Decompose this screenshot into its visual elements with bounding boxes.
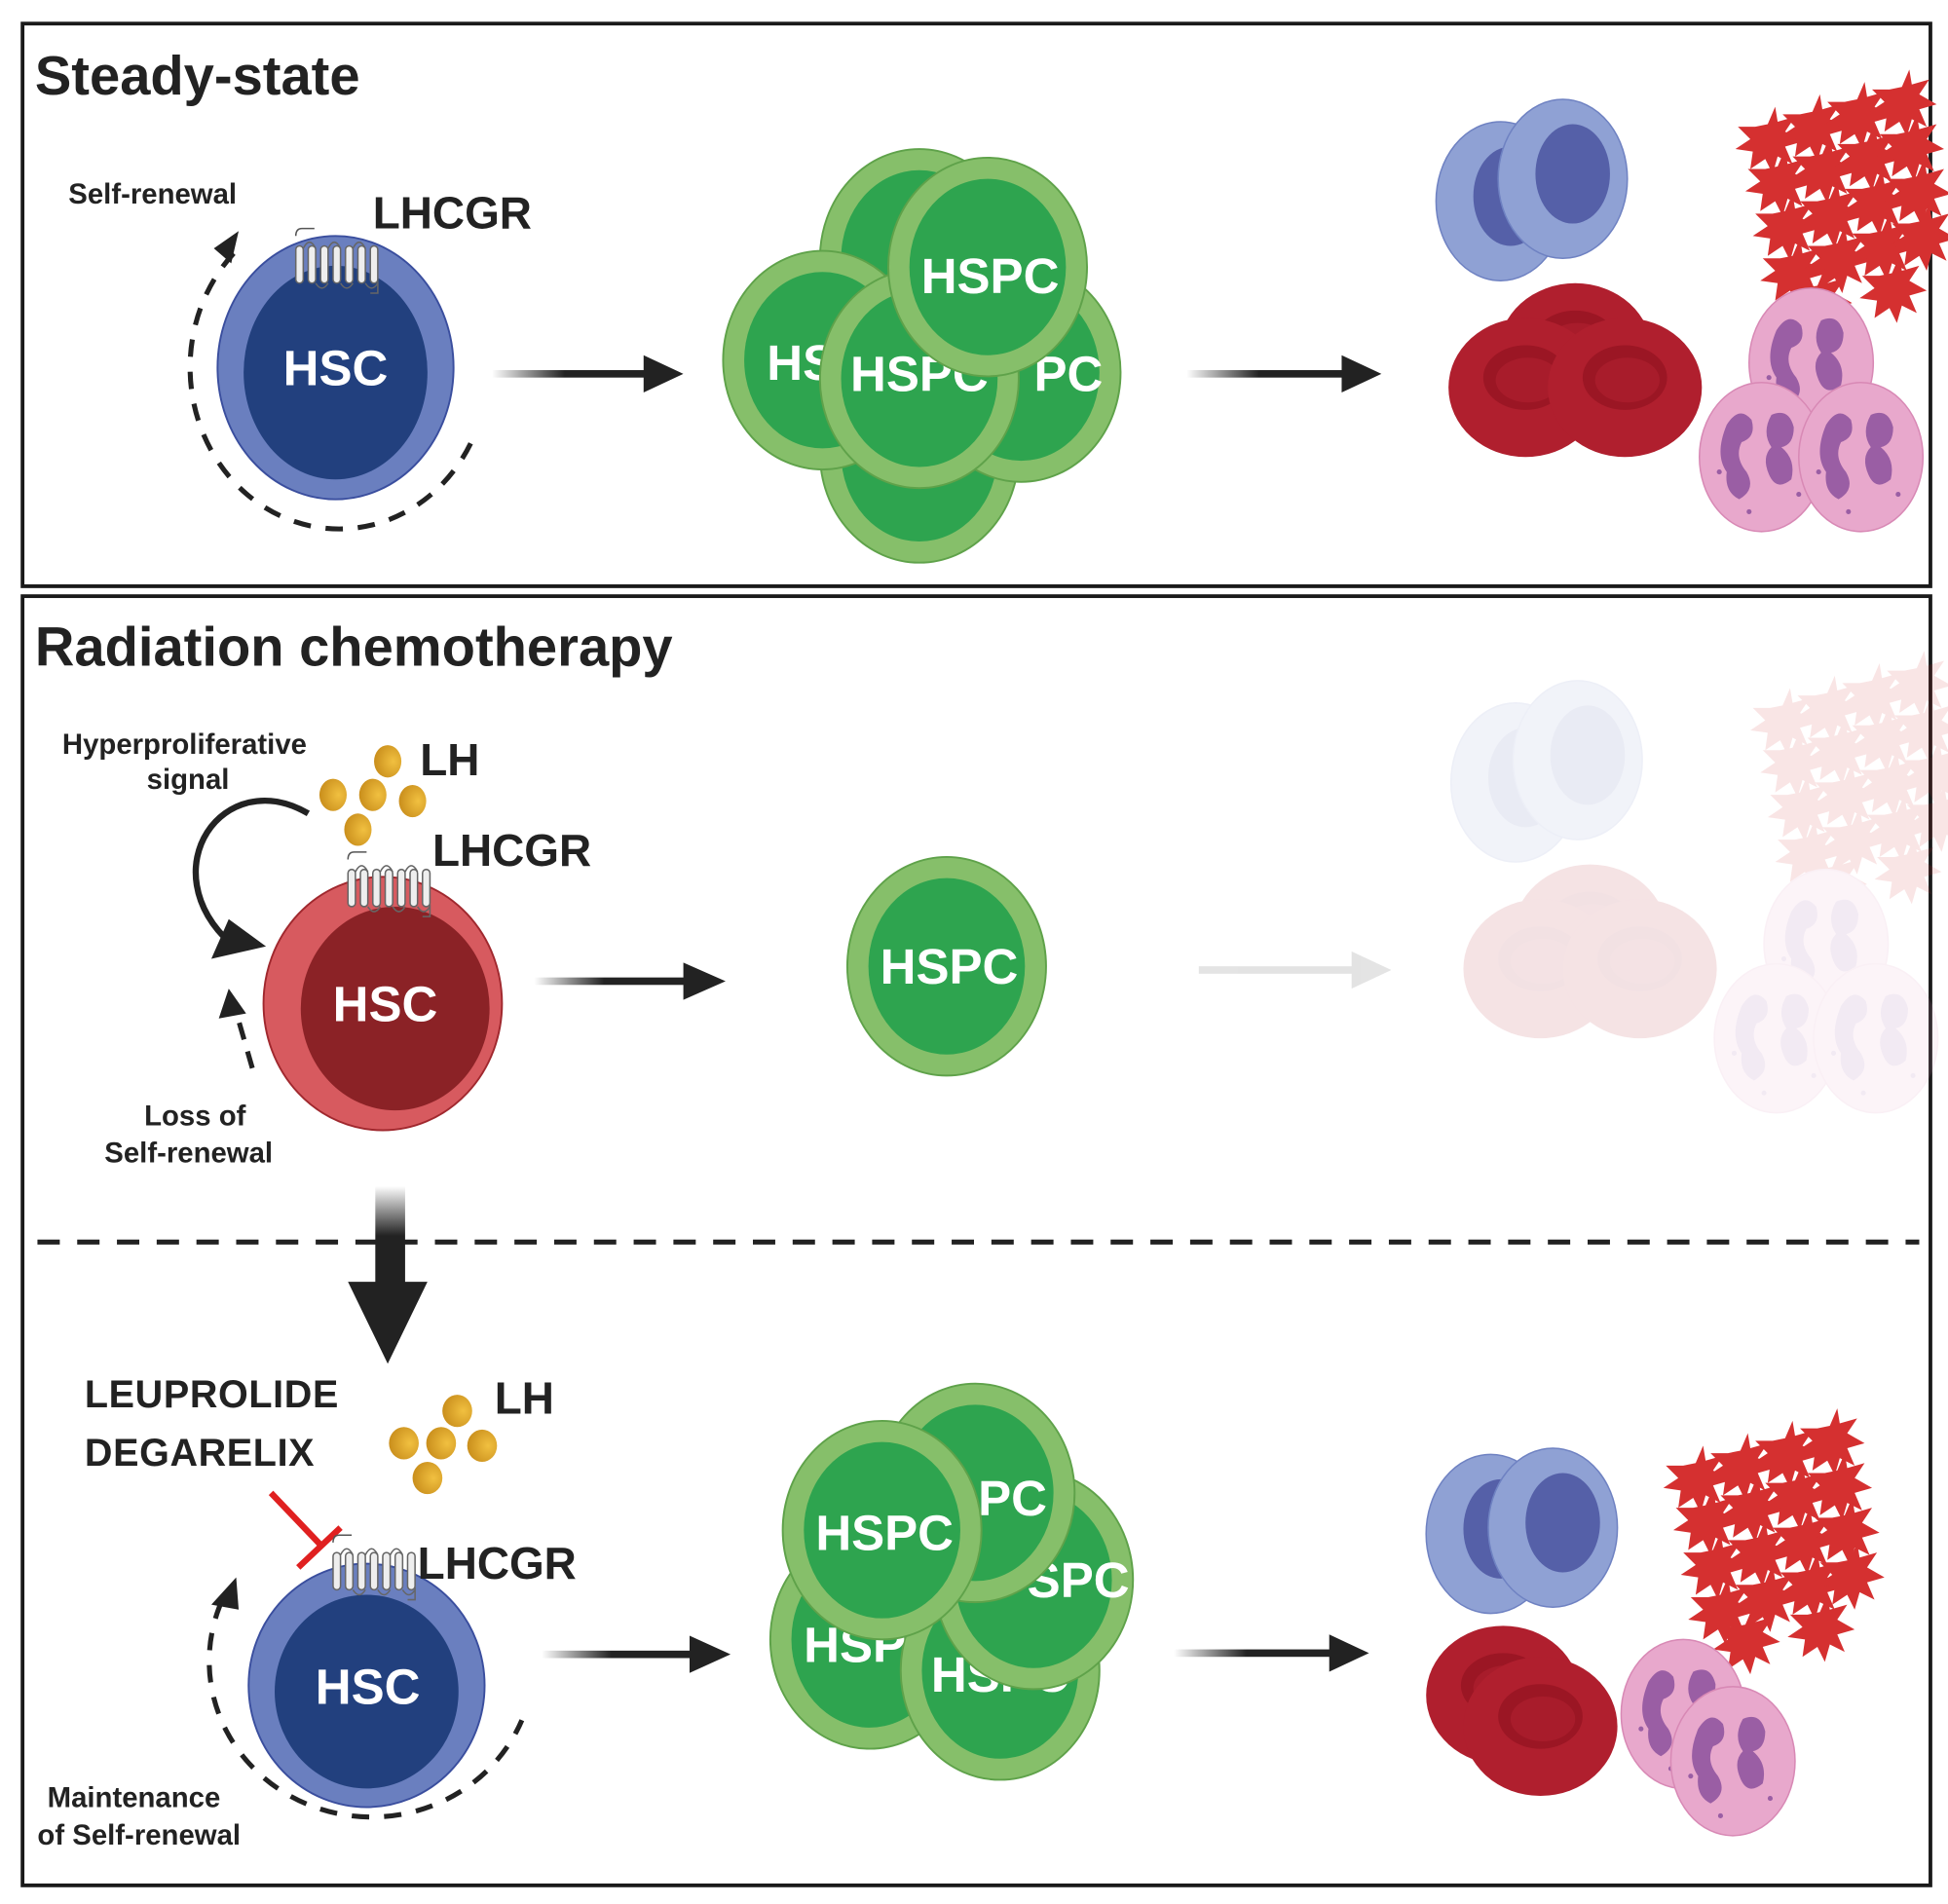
inhibition-icon [268, 1490, 343, 1570]
faded-arrow-hspc-to-blood [1198, 951, 1392, 989]
hspc-cell-radiation: HSPC [845, 855, 1047, 1077]
hspc-cluster-treatment: HSP HSPC SPC PC HSPC [768, 1382, 1135, 1781]
radiation-chemotherapy-title: Radiation chemotherapy [35, 616, 673, 678]
svg-text:HSPC: HSPC [921, 248, 1060, 304]
hyperproliferative-signal-arrow [192, 798, 311, 947]
loss-self-renewal-arrow [231, 1002, 255, 1069]
lhcgr-label-radiation: LHCGR [432, 825, 591, 876]
hspc-cluster-steady: HS PC HSPC HSPC [722, 148, 1122, 564]
svg-text:HSC: HSC [316, 1660, 421, 1715]
svg-text:PC: PC [978, 1471, 1047, 1526]
arrow-hspc-to-blood-steady [1186, 355, 1382, 392]
lh-ligands-treatment [389, 1395, 498, 1495]
maintenance-label-line2: of Self-renewal [37, 1819, 241, 1851]
hyperproliferative-label-line1: Hyperproliferative [62, 728, 307, 761]
lhcgr-label-treatment: LHCGR [418, 1538, 577, 1588]
lh-label-radiation: LH [420, 734, 479, 785]
transition-down-arrow [348, 1185, 428, 1364]
hsc-cell-steady: HSC [216, 235, 455, 501]
arrow-hspc-to-blood-treatment [1174, 1634, 1369, 1672]
lh-label-treatment: LH [495, 1372, 554, 1423]
svg-text:HSPC: HSPC [815, 1506, 954, 1561]
arrow-hsc-to-hspc-steady [492, 355, 684, 392]
hyperproliferative-label-line2: signal [147, 764, 230, 796]
hyperproliferative-arrowhead-icon [210, 918, 267, 959]
hsc-cell-damaged: HSC [262, 876, 504, 1132]
svg-text:HSC: HSC [333, 976, 438, 1031]
lhcgr-label-steady: LHCGR [373, 188, 532, 239]
self-renewal-loop-arrow [187, 251, 477, 532]
svg-text:HSC: HSC [283, 340, 389, 395]
loss-self-renewal-line2: Self-renewal [104, 1138, 273, 1170]
arrow-hsc-to-hspc-radiation [534, 962, 726, 1000]
degarelix-label: DEGARELIX [85, 1432, 315, 1475]
arrow-hsc-to-hspc-treatment [542, 1635, 731, 1673]
loss-self-renewal-arrowhead-icon [218, 989, 246, 1019]
loss-self-renewal-line1: Loss of [144, 1100, 246, 1132]
maintenance-arrowhead-icon [210, 1577, 240, 1610]
maintenance-loop-arrow [206, 1601, 525, 1820]
maintenance-label-line1: Maintenance [48, 1782, 221, 1814]
steady-state-title: Steady-state [35, 45, 360, 106]
self-renewal-arrowhead-icon [213, 231, 240, 264]
svg-text:HSPC: HSPC [880, 939, 1019, 994]
leuprolide-label: LEUPROLIDE [85, 1373, 339, 1416]
lh-ligands-radiation [318, 745, 427, 846]
hsc-cell-protected: HSC [247, 1562, 486, 1809]
self-renewal-label: Self-renewal [68, 178, 237, 210]
